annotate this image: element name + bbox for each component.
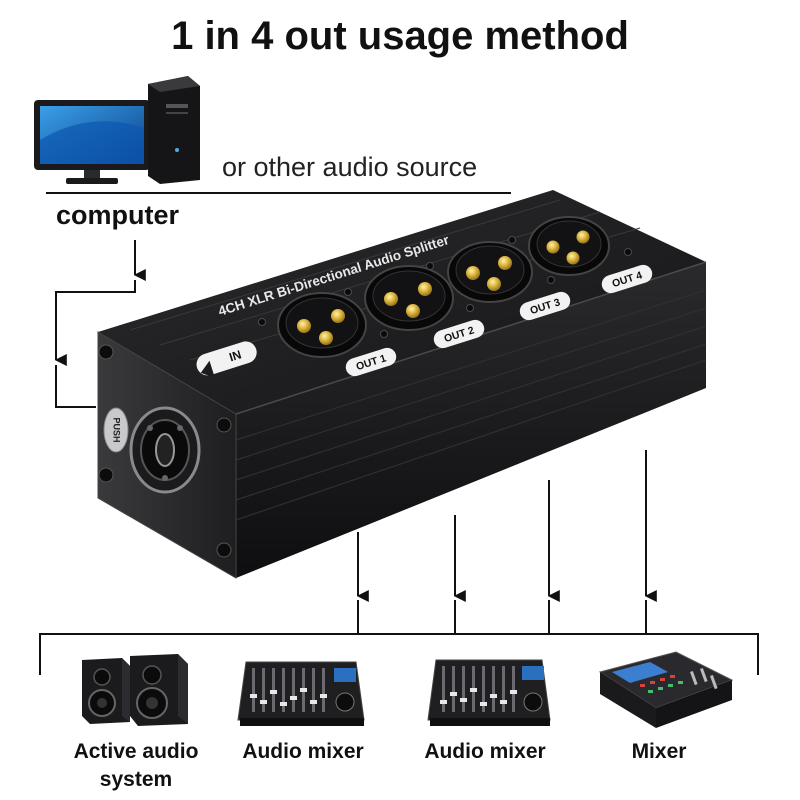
splitter-device: PUSH 4CH XLR Bi-Directional Audio Splitt… bbox=[97, 190, 707, 579]
speakers-icon bbox=[82, 654, 188, 726]
audio-mixer-icon-1 bbox=[237, 661, 365, 726]
out-label-1: OUT 1 bbox=[345, 347, 397, 377]
computer-icon bbox=[34, 76, 200, 184]
in-indicator: IN bbox=[196, 341, 257, 378]
page-title: 1 in 4 out usage method bbox=[171, 14, 629, 58]
destination-label-4: Mixer bbox=[631, 740, 687, 763]
in-label: IN bbox=[227, 347, 243, 364]
source-subtitle: or other audio source bbox=[222, 152, 478, 182]
audio-mixer-icon-2 bbox=[427, 659, 551, 726]
destination-label-1: Active audio system bbox=[73, 740, 199, 791]
xlr-output-4 bbox=[508, 216, 632, 276]
push-label: PUSH bbox=[112, 417, 122, 442]
source-label: computer bbox=[56, 200, 180, 230]
input-jack bbox=[129, 406, 201, 494]
destination-label-3: Audio mixer bbox=[424, 740, 546, 763]
output-connectors bbox=[39, 450, 759, 675]
out-label-2: OUT 2 bbox=[433, 319, 485, 349]
push-latch: PUSH bbox=[103, 407, 129, 453]
input-connector bbox=[54, 240, 146, 408]
destination-label-2: Audio mixer bbox=[242, 740, 364, 763]
out-label-4: OUT 4 bbox=[601, 264, 653, 294]
xlr-output-1 bbox=[258, 292, 388, 358]
digital-mixer-icon bbox=[598, 651, 734, 728]
out-label-3: OUT 3 bbox=[519, 291, 571, 321]
xlr-output-3 bbox=[426, 241, 555, 303]
xlr-output-2 bbox=[344, 265, 474, 331]
